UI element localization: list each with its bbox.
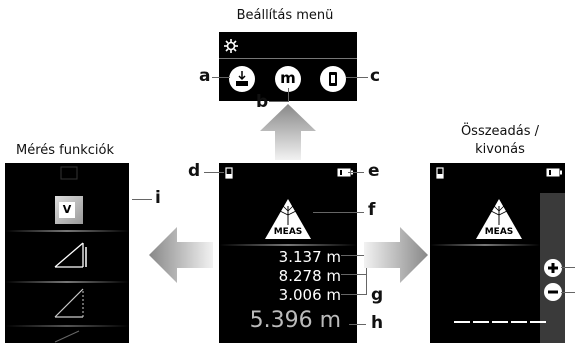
- meas-logo-triangle: [265, 199, 311, 239]
- callout-c: c: [370, 66, 381, 86]
- display-dash: [473, 321, 489, 323]
- add-subtract-caption-2: kivonás: [475, 142, 525, 157]
- settings-menu-screen: m: [219, 32, 357, 101]
- volume-icon-letter: V: [59, 202, 75, 218]
- callout-b: b: [256, 92, 269, 112]
- display-separator: [219, 244, 357, 246]
- measurement-functions-caption: Mérés funkciók: [15, 143, 114, 158]
- display-separator: [430, 244, 540, 246]
- faded-function-icon-2: [54, 330, 80, 343]
- meas-logo: MEAS: [263, 197, 313, 241]
- menu-separator: [219, 58, 357, 59]
- leader-line-i: [132, 199, 152, 200]
- plus-button[interactable]: [544, 259, 562, 277]
- settings-menu-caption: Beállítás menü: [236, 8, 334, 23]
- leader-line-f: [313, 212, 364, 213]
- leader-line-g1: [341, 255, 367, 256]
- callout-f: f: [368, 200, 376, 220]
- measurement-value-3: 3.006 m: [278, 286, 341, 304]
- leader-line-c: [346, 77, 368, 78]
- device-status-icon: [436, 167, 444, 179]
- pythagoras-icon: [54, 242, 87, 268]
- leader-line-minus: [561, 292, 575, 293]
- meas-logo-text: MEAS: [273, 227, 303, 237]
- leader-line-g3: [341, 294, 367, 295]
- meas-logo-text: MEAS: [484, 227, 514, 237]
- device-icon: [329, 72, 337, 86]
- display-dash: [492, 321, 508, 323]
- callout-h: h: [371, 313, 384, 333]
- measurement-value-2: 8.278 m: [278, 267, 341, 285]
- leader-line-d: [204, 172, 224, 173]
- reference-point-button[interactable]: [229, 66, 255, 92]
- leader-line-b-vertical: [288, 88, 289, 102]
- add-subtract-caption-1: Összeadás /: [460, 124, 540, 139]
- measurement-functions-screen: V: [5, 163, 129, 343]
- leader-line-plus: [561, 267, 575, 268]
- display-dash: [530, 321, 546, 323]
- unit-button[interactable]: m: [275, 66, 301, 92]
- gear-icon: [224, 38, 238, 53]
- callout-g: g: [371, 285, 384, 305]
- function-separator: [5, 281, 129, 283]
- leader-line-a: [212, 77, 230, 78]
- function-separator: [5, 325, 129, 327]
- battery-icon: [546, 168, 562, 177]
- display-dash: [454, 321, 470, 323]
- callout-i: i: [155, 188, 161, 208]
- unit-button-label: m: [280, 69, 296, 87]
- left-arrow: [149, 227, 213, 283]
- measurement-value-1: 3.137 m: [278, 248, 341, 266]
- callout-d: d: [188, 161, 201, 181]
- leader-line-h: [349, 324, 366, 325]
- plus-icon: [548, 263, 558, 273]
- minus-icon: [548, 290, 558, 294]
- up-arrow: [260, 104, 316, 160]
- meas-logo: MEAS: [474, 197, 524, 241]
- reference-point-icon: [236, 71, 248, 86]
- leader-line-b: [269, 101, 288, 102]
- main-display: MEAS 3.137 m 8.278 m 3.006 m 5.396 m: [219, 163, 357, 343]
- add-subtract-screen: MEAS -----: [430, 163, 565, 343]
- device-status-icon: [225, 167, 233, 179]
- function-separator: [5, 230, 129, 232]
- leader-line-g-vertical: [366, 255, 367, 295]
- device-button[interactable]: [320, 66, 346, 92]
- leader-line-g2: [341, 274, 367, 275]
- callout-a: a: [199, 66, 211, 86]
- minus-button[interactable]: [544, 283, 562, 301]
- meas-logo-triangle: [476, 199, 522, 239]
- faded-function-icon: [60, 166, 78, 180]
- leader-line-e: [348, 172, 364, 173]
- callout-e: e: [368, 161, 380, 181]
- right-arrow: [364, 227, 428, 283]
- triangle-icon: [54, 288, 84, 318]
- result-value: 5.396 m: [249, 308, 341, 333]
- display-dash: [511, 321, 527, 323]
- volume-icon: V: [55, 196, 83, 224]
